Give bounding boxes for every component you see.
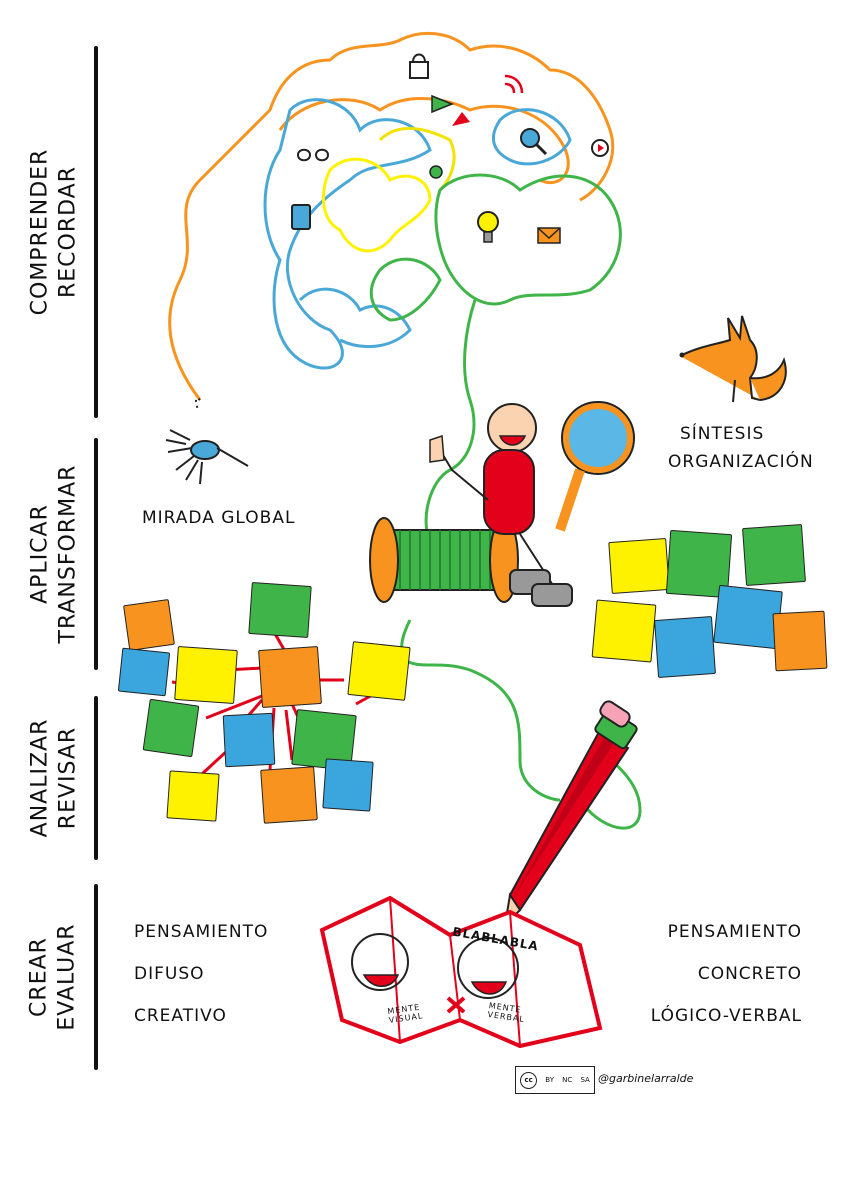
label-sintesis: SÍNTESIS bbox=[680, 424, 765, 444]
person-icon bbox=[429, 165, 443, 179]
sticky-note bbox=[123, 599, 175, 651]
folded-map bbox=[319, 895, 603, 1049]
fox-icon bbox=[679, 315, 787, 403]
magnifier-small-icon bbox=[520, 128, 540, 148]
wifi-icon bbox=[504, 74, 524, 94]
maze-blue bbox=[263, 98, 432, 370]
megaphone-icon bbox=[431, 94, 455, 114]
section-divider bbox=[94, 46, 98, 418]
sticky-note bbox=[166, 770, 220, 822]
hummingbird-icon bbox=[165, 429, 249, 485]
sticky-note bbox=[591, 599, 657, 663]
right-column-line2: CONCRETO bbox=[697, 964, 802, 984]
sticky-note bbox=[222, 712, 276, 768]
envelope-icon bbox=[537, 227, 561, 244]
sticky-note bbox=[117, 647, 171, 697]
author-credit: @garbinelarralde bbox=[598, 1072, 694, 1085]
left-column-line2: DIFUSO bbox=[134, 964, 205, 984]
thread bbox=[424, 299, 477, 541]
lock-icon bbox=[409, 61, 429, 79]
glasses-icon bbox=[297, 148, 330, 162]
sticky-note bbox=[260, 766, 318, 824]
license-by: BY bbox=[545, 1076, 554, 1084]
sticky-note bbox=[248, 581, 312, 639]
sticky-note bbox=[742, 523, 806, 587]
spool-icon bbox=[369, 517, 519, 603]
right-column-line1: PENSAMIENTO bbox=[667, 922, 802, 942]
sticky-note bbox=[322, 758, 374, 812]
license-sa: SA bbox=[580, 1076, 590, 1084]
license-nc: NC bbox=[562, 1076, 573, 1084]
sticky-note bbox=[654, 616, 716, 678]
left-column-line1: PENSAMIENTO bbox=[134, 922, 269, 942]
play-icon bbox=[591, 139, 609, 157]
left-column-line3: CREATIVO bbox=[134, 1006, 227, 1026]
magnifying-glass-icon bbox=[555, 401, 635, 532]
section-divider bbox=[94, 696, 98, 860]
cc-icon: cc bbox=[520, 1071, 538, 1089]
right-column-line3: LÓGICO-VERBAL bbox=[650, 1006, 802, 1026]
brain-outline bbox=[168, 31, 615, 401]
sticky-note bbox=[347, 641, 411, 701]
label-mirada-global: MIRADA GLOBAL bbox=[142, 508, 296, 528]
sticky-note bbox=[608, 538, 670, 594]
explorer-character bbox=[429, 403, 573, 607]
sticky-note bbox=[258, 645, 322, 709]
maze-green bbox=[434, 173, 622, 306]
maze-yellow bbox=[321, 157, 432, 253]
lightbulb-icon bbox=[477, 211, 499, 233]
sticky-note bbox=[142, 698, 200, 758]
cc-license-badge: cc BY NC SA bbox=[515, 1066, 595, 1094]
section-divider bbox=[94, 438, 98, 670]
sticky-note bbox=[174, 645, 238, 705]
tablet-icon bbox=[291, 204, 311, 230]
pencil-icon bbox=[503, 700, 638, 928]
label-organizacion: ORGANIZACIÓN bbox=[668, 452, 814, 472]
sticky-note bbox=[772, 610, 828, 672]
section-divider bbox=[94, 884, 98, 1070]
arrow-icon bbox=[452, 112, 470, 126]
